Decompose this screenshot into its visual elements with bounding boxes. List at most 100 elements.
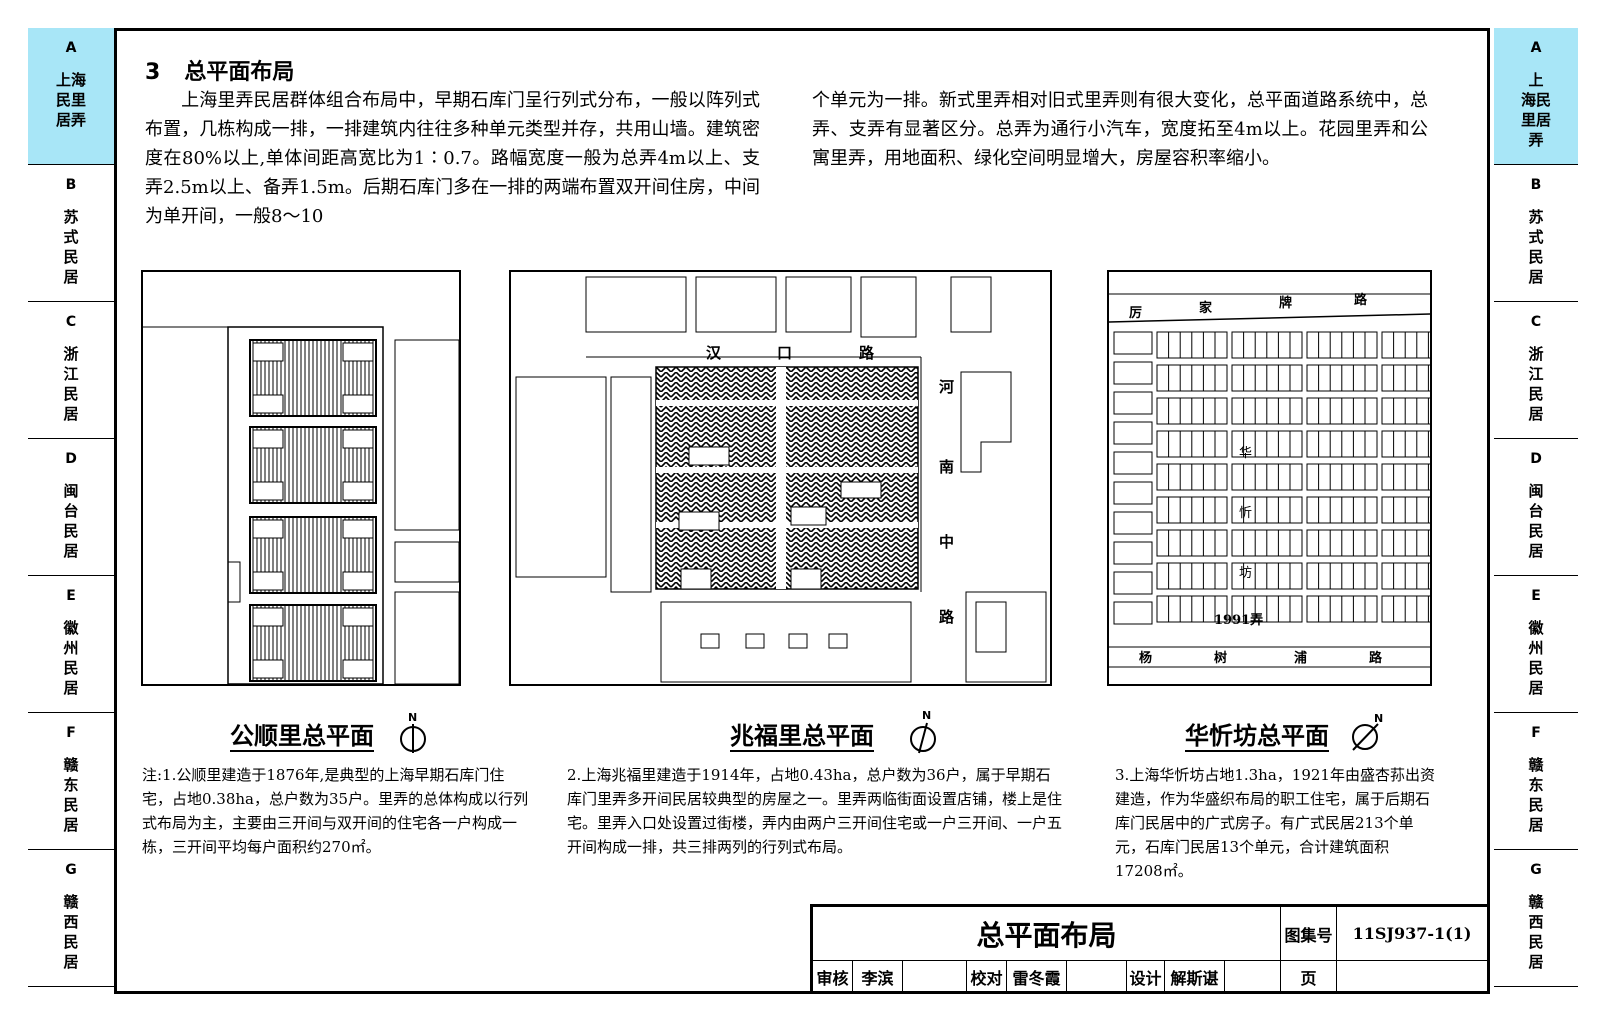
tab-label-line: 上海 — [55, 71, 86, 89]
tab-letter: E — [1531, 588, 1541, 604]
henan-road-char-1: 河 — [939, 378, 954, 396]
page-number — [1337, 961, 1487, 992]
row-house-block — [1113, 481, 1153, 505]
reviewer-signature — [903, 961, 967, 992]
zhaofuli-plan-title: 兆福里总平面 — [730, 722, 874, 750]
note-gongshunli: 注:1.公顺里建造于1876年,是典型的上海早期石库门住宅，占地0.38ha，总… — [142, 763, 532, 859]
courtyard — [342, 342, 374, 362]
tab-letter: F — [66, 725, 76, 741]
courtyard — [252, 659, 284, 679]
tab-letter: A — [1530, 40, 1542, 56]
tab-letter: D — [1530, 451, 1542, 467]
hankou-road-char-1: 汉 — [706, 344, 722, 362]
gongshunli-site-plan — [141, 270, 461, 686]
tab-letter: D — [65, 451, 77, 467]
tab-letter: G — [1530, 862, 1542, 878]
tab-label-line: 居弄 — [55, 111, 86, 129]
row-house-block — [1381, 463, 1430, 491]
row-house-block — [1381, 529, 1430, 557]
row-house-block — [1381, 562, 1430, 590]
courtyard — [342, 394, 374, 414]
row-house-block — [1113, 601, 1153, 625]
row-house-block — [1381, 331, 1430, 359]
note-text: 上海兆福里建造于1914年，占地0.43ha，总户数为36户，属于早期石库门里弄… — [567, 766, 1063, 856]
yangshupu-road-char-4: 路 — [1369, 650, 1383, 666]
atlas-number: 11SJ937-1(1) — [1337, 907, 1487, 961]
row-house-block — [1113, 511, 1153, 535]
zhaofuli-plan-drawing: 汉 口 路 河 南 中 路 — [515, 276, 1047, 683]
huaxinfang-char-2: 忻 — [1239, 506, 1252, 521]
tab-letter: C — [65, 314, 77, 330]
chapter-tab-b[interactable]: B 苏式民居 — [1494, 165, 1578, 302]
drawing-frame — [114, 28, 1490, 994]
huaxinfang-plan-title: 华忻坊总平面 — [1185, 722, 1329, 750]
intro-paragraph-left: 上海里弄民居群体组合布局中，早期石库门呈行列式分布，一般以阵列式布置，几栋构成一… — [145, 90, 760, 227]
tab-label-line: 里居 — [1520, 111, 1551, 129]
designer-signature — [1225, 961, 1281, 992]
north-label: N — [408, 711, 417, 724]
row-house-block — [1113, 331, 1153, 355]
intro-paragraph-right: 个单元为一排。新式里弄相对旧式里弄则有很大变化，总平面道路系统中，总弄、支弄有显… — [812, 90, 1428, 169]
row-house-block — [1113, 571, 1153, 595]
hankou-road-char-2: 口 — [777, 344, 792, 362]
north-arrow-icon: N — [910, 709, 936, 754]
row-house-block — [1381, 397, 1430, 425]
tab-label: 浙江民居 — [63, 345, 79, 423]
courtyard — [252, 571, 284, 591]
checker-signature — [1067, 961, 1127, 992]
courtyard — [342, 429, 374, 449]
tab-label: 浙江民居 — [1528, 345, 1544, 423]
north-arrow-icon: N — [400, 711, 426, 753]
note-text: 公顺里建造于1876年,是典型的上海早期石库门住宅，占地0.38ha，总户数为3… — [142, 766, 529, 856]
north-label: N — [922, 709, 931, 722]
page-label: 页 — [1281, 961, 1337, 992]
henan-road-char-2: 南 — [939, 458, 954, 476]
tab-letter: G — [65, 862, 77, 878]
designer-name: 解斯谌 — [1165, 961, 1225, 992]
row-house-block — [1381, 430, 1430, 458]
row-house-block — [1113, 421, 1153, 445]
row-house-block — [1381, 364, 1430, 392]
courtyard — [252, 607, 284, 627]
courtyard — [252, 481, 284, 501]
note-text: 上海华忻坊占地1.3ha，1921年由盛杏荪出资建造，作为华盛织布局的职工住宅，… — [1115, 766, 1435, 880]
row-house-block — [1113, 451, 1153, 475]
tab-label: 徽州民居 — [1528, 619, 1544, 697]
lijiapai-road-char-3: 牌 — [1279, 295, 1292, 311]
tab-letter: B — [1530, 177, 1542, 193]
review-label: 审核 — [813, 961, 853, 992]
tab-label: 上海民里居弄 — [1519, 70, 1553, 150]
tab-letter: E — [66, 588, 76, 604]
gongshunli-plan-title: 公顺里总平面 — [230, 722, 374, 750]
reviewer-name: 李滨 — [853, 961, 903, 992]
title-block: 总平面布局 图集号 11SJ937-1(1) 审核 李滨 校对 雷冬霞 设计 解… — [810, 904, 1487, 992]
chapter-tab-f[interactable]: F 赣东民居 — [28, 713, 114, 850]
chapter-tab-d[interactable]: D 闽台民居 — [1494, 439, 1578, 576]
lijiapai-road-char-4: 路 — [1354, 292, 1368, 308]
row-house-block — [1113, 541, 1153, 565]
chapter-tab-e[interactable]: E 徽州民居 — [1494, 576, 1578, 713]
tab-label: 闽台民居 — [1528, 482, 1544, 560]
note-prefix: 2. — [567, 766, 582, 784]
tab-label: 苏式民居 — [1528, 208, 1544, 286]
yangshupu-road-char-2: 树 — [1214, 650, 1227, 666]
north-arrow-icon: N — [1352, 712, 1383, 751]
tab-label-line: 民里 — [55, 91, 86, 109]
tab-label-line: 弄 — [1528, 131, 1544, 149]
courtyard — [252, 342, 284, 362]
huaxinfang-site-plan: 厉 家 牌 路 1991弄 华 忻 坊 杨 树 浦 路 — [1107, 270, 1432, 686]
chapter-tab-c[interactable]: C 浙江民居 — [28, 302, 114, 439]
tab-label: 赣东民居 — [63, 756, 79, 834]
courtyard — [342, 519, 374, 539]
